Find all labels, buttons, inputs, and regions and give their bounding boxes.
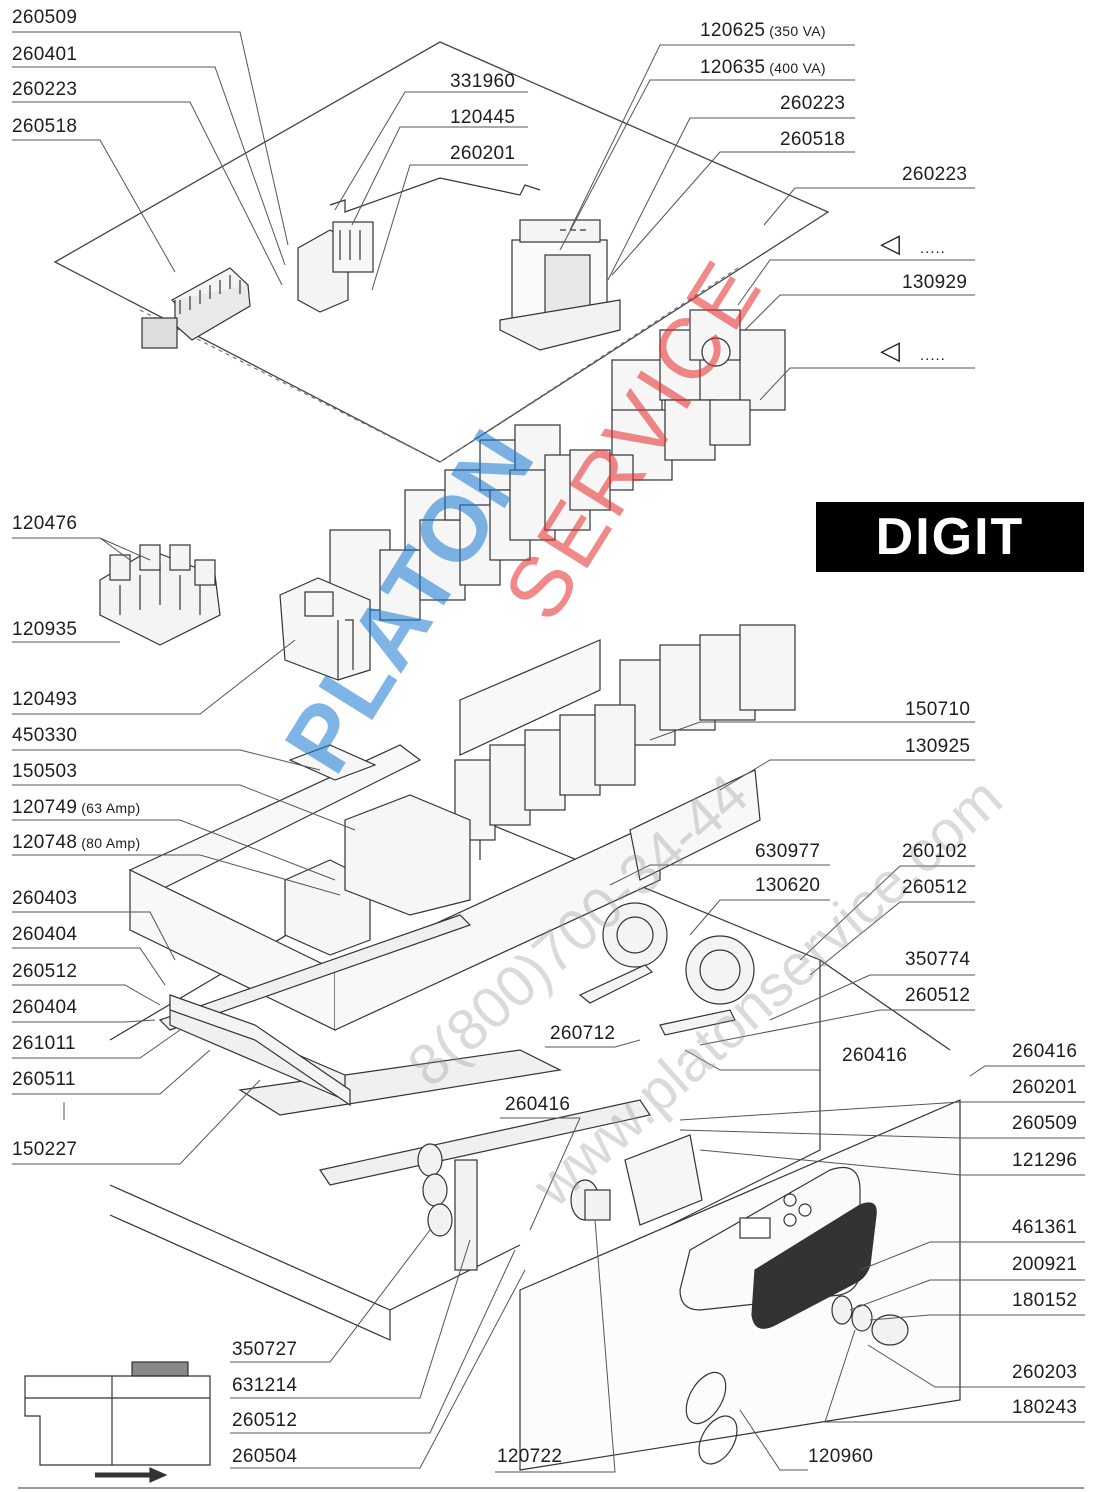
part-note: (350 VA) [769, 23, 826, 39]
part-number: 120625 [700, 20, 766, 41]
part-label: 260403 [12, 888, 78, 909]
part-number: 120749 [12, 797, 78, 818]
reference-arrow-icon: ◁ [880, 228, 900, 258]
part-label: 260102 [902, 841, 968, 862]
part-number: 120635 [700, 57, 766, 78]
part-label: 121296 [1012, 1150, 1078, 1171]
part-label: 260509 [1012, 1113, 1078, 1134]
part-label: 260223 [780, 93, 846, 114]
part-label: 120935 [12, 619, 78, 640]
pressure-switches [602, 902, 755, 1005]
part-label: 120476 [12, 513, 78, 534]
timer-module [279, 577, 371, 681]
part-label: 260511 [12, 1069, 76, 1090]
part-label: 260404 [12, 997, 78, 1018]
part-label: 120635(400 VA) [700, 58, 826, 78]
part-label: 260509 [12, 7, 78, 28]
reference-arrow-icon: ◁ [880, 335, 900, 365]
part-label: 260404 [12, 924, 78, 945]
part-label: 631214 [232, 1375, 298, 1396]
part-label: 130925 [905, 736, 971, 757]
fuse-bracket [297, 221, 374, 313]
part-label: 260712 [550, 1023, 616, 1044]
part-label: 260416 [505, 1094, 571, 1115]
part-note: (63 Amp) [81, 800, 141, 816]
part-label: 120749(63 Amp) [12, 798, 140, 818]
part-label: 260203 [1012, 1362, 1078, 1383]
terminal-strip-top [141, 267, 251, 349]
ellipsis-a: ..... [920, 240, 946, 257]
part-label: 260518 [780, 129, 846, 150]
model-badge: DIGIT [816, 502, 1084, 572]
part-label: 260416 [842, 1045, 908, 1066]
part-label: 350727 [232, 1339, 298, 1360]
part-label: 261011 [12, 1033, 76, 1054]
ellipsis-b: ..... [920, 347, 946, 364]
part-label: 630977 [755, 841, 821, 862]
part-label: 260223 [902, 164, 968, 185]
contactor-row [329, 424, 611, 621]
main-switch [284, 744, 471, 956]
part-label: 120445 [450, 107, 516, 128]
part-label: 130929 [902, 272, 968, 293]
part-label: 150710 [905, 699, 971, 720]
transformer [499, 219, 621, 351]
part-label: 180243 [1012, 1397, 1078, 1418]
part-label: 150503 [12, 761, 78, 782]
machine-inset [24, 1361, 211, 1483]
rotary-switch [570, 1179, 611, 1221]
part-number: 120748 [12, 832, 78, 853]
part-label: 260401 [12, 44, 78, 65]
part-label: 130620 [755, 875, 821, 896]
part-label: 150227 [12, 1139, 78, 1160]
pcb-board [624, 1134, 703, 1226]
part-label: 260201 [1012, 1077, 1078, 1098]
din-rails [158, 914, 651, 1186]
part-label: 260512 [12, 961, 78, 982]
part-label: 180152 [1012, 1290, 1078, 1311]
part-label: 260223 [12, 79, 78, 100]
control-panel [679, 1166, 877, 1329]
part-label: 260512 [232, 1410, 298, 1431]
leader-lines [12, 31, 1085, 1473]
part-label: 200921 [1012, 1254, 1078, 1275]
part-label: 120748(80 Amp) [12, 833, 140, 853]
part-label: 450330 [12, 725, 78, 746]
part-label: 350774 [905, 949, 971, 970]
cable-duct-mid [459, 639, 761, 881]
part-label: 260416 [1012, 1041, 1078, 1062]
part-label: 120722 [497, 1446, 563, 1467]
part-label: 260518 [12, 116, 78, 137]
part-note: (400 VA) [769, 60, 826, 76]
part-label: 461361 [1012, 1217, 1078, 1238]
part-label: 260512 [905, 985, 971, 1006]
contactor-cluster-upper [597, 309, 786, 491]
part-label: 260201 [450, 143, 516, 164]
relay-sockets [99, 544, 221, 646]
knob [831, 1295, 909, 1346]
brackets-350774 [578, 964, 736, 1036]
part-note: (80 Amp) [81, 835, 141, 851]
cables [685, 1371, 738, 1465]
part-label: 120493 [12, 689, 78, 710]
capacitors [417, 1143, 478, 1271]
terminal-bar [169, 994, 351, 1107]
part-label: 260504 [232, 1446, 298, 1467]
top-cover-plate [53, 41, 830, 463]
part-label: 331960 [450, 71, 516, 92]
part-label: 260512 [902, 877, 968, 898]
part-label: 120625(350 VA) [700, 21, 826, 41]
part-label: 120960 [808, 1446, 874, 1467]
